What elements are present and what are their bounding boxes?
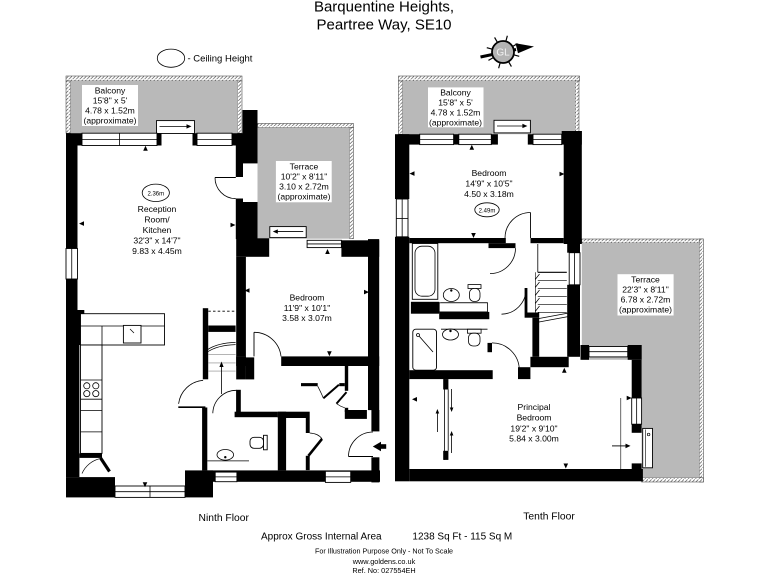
svg-text:For Illustration Purpose Only: For Illustration Purpose Only - Not To S… bbox=[315, 547, 453, 556]
svg-text:Bedroom: Bedroom bbox=[517, 413, 552, 423]
svg-text:Balcony: Balcony bbox=[95, 86, 126, 96]
svg-text:Bedroom: Bedroom bbox=[472, 168, 507, 178]
svg-text:2.36m: 2.36m bbox=[147, 191, 164, 197]
svg-text:Terrace: Terrace bbox=[631, 275, 660, 285]
svg-text:Ninth Floor: Ninth Floor bbox=[199, 513, 250, 524]
svg-text:Kitchen: Kitchen bbox=[143, 225, 172, 235]
svg-text:Peartree Way, SE10: Peartree Way, SE10 bbox=[316, 17, 451, 34]
svg-text:Terrace: Terrace bbox=[290, 162, 319, 172]
svg-text:3.58 x 3.07m: 3.58 x 3.07m bbox=[282, 313, 332, 323]
svg-text:19'2" x 9'10": 19'2" x 9'10" bbox=[510, 424, 557, 434]
svg-text:(approximate): (approximate) bbox=[429, 118, 482, 128]
svg-text:GL: GL bbox=[496, 48, 510, 59]
svg-text:(approximate): (approximate) bbox=[83, 116, 136, 126]
svg-text:- Ceiling Height: - Ceiling Height bbox=[188, 54, 253, 65]
svg-text:Barquentine Heights,: Barquentine Heights, bbox=[314, 0, 454, 16]
svg-text:22'3" x 8'11": 22'3" x 8'11" bbox=[622, 285, 669, 295]
svg-text:Balcony: Balcony bbox=[440, 88, 471, 98]
svg-text:14'9" x 10'5": 14'9" x 10'5" bbox=[465, 179, 512, 189]
svg-text:www.goldens.co.uk: www.goldens.co.uk bbox=[352, 557, 416, 566]
svg-text:15'8" x 5': 15'8" x 5' bbox=[438, 98, 473, 108]
svg-text:Tenth Floor: Tenth Floor bbox=[523, 512, 575, 523]
svg-text:4.50 x 3.18m: 4.50 x 3.18m bbox=[464, 189, 514, 199]
svg-text:3.10 x 2.72m: 3.10 x 2.72m bbox=[279, 182, 329, 192]
svg-text:Reception: Reception bbox=[138, 204, 177, 214]
svg-text:4.78 x 1.52m: 4.78 x 1.52m bbox=[431, 108, 481, 118]
svg-text:32'3" x 14'7": 32'3" x 14'7" bbox=[133, 236, 180, 246]
svg-text:Room/: Room/ bbox=[144, 215, 170, 225]
svg-text:Ref. No: 027554EH: Ref. No: 027554EH bbox=[352, 566, 415, 575]
svg-text:(approximate): (approximate) bbox=[277, 192, 330, 202]
svg-text:6.78 x 2.72m: 6.78 x 2.72m bbox=[621, 295, 671, 305]
svg-text:11'9" x 10'1": 11'9" x 10'1" bbox=[284, 303, 331, 313]
svg-text:5.84 x 3.00m: 5.84 x 3.00m bbox=[509, 434, 559, 444]
svg-text:Approx Gross Internal Area: Approx Gross Internal Area bbox=[261, 532, 382, 543]
svg-text:10'2" x 8'11": 10'2" x 8'11" bbox=[281, 172, 328, 182]
svg-text:9.83 x 4.45m: 9.83 x 4.45m bbox=[132, 246, 182, 256]
svg-text:2.49m: 2.49m bbox=[479, 208, 496, 214]
svg-text:Bedroom: Bedroom bbox=[290, 293, 325, 303]
svg-text:15'8" x 5': 15'8" x 5' bbox=[93, 96, 128, 106]
svg-text:1238 Sq Ft - 115 Sq M: 1238 Sq Ft - 115 Sq M bbox=[412, 532, 512, 543]
svg-text:Principal: Principal bbox=[518, 402, 551, 412]
svg-text:(approximate): (approximate) bbox=[619, 305, 672, 315]
svg-text:4.78 x 1.52m: 4.78 x 1.52m bbox=[85, 106, 135, 116]
